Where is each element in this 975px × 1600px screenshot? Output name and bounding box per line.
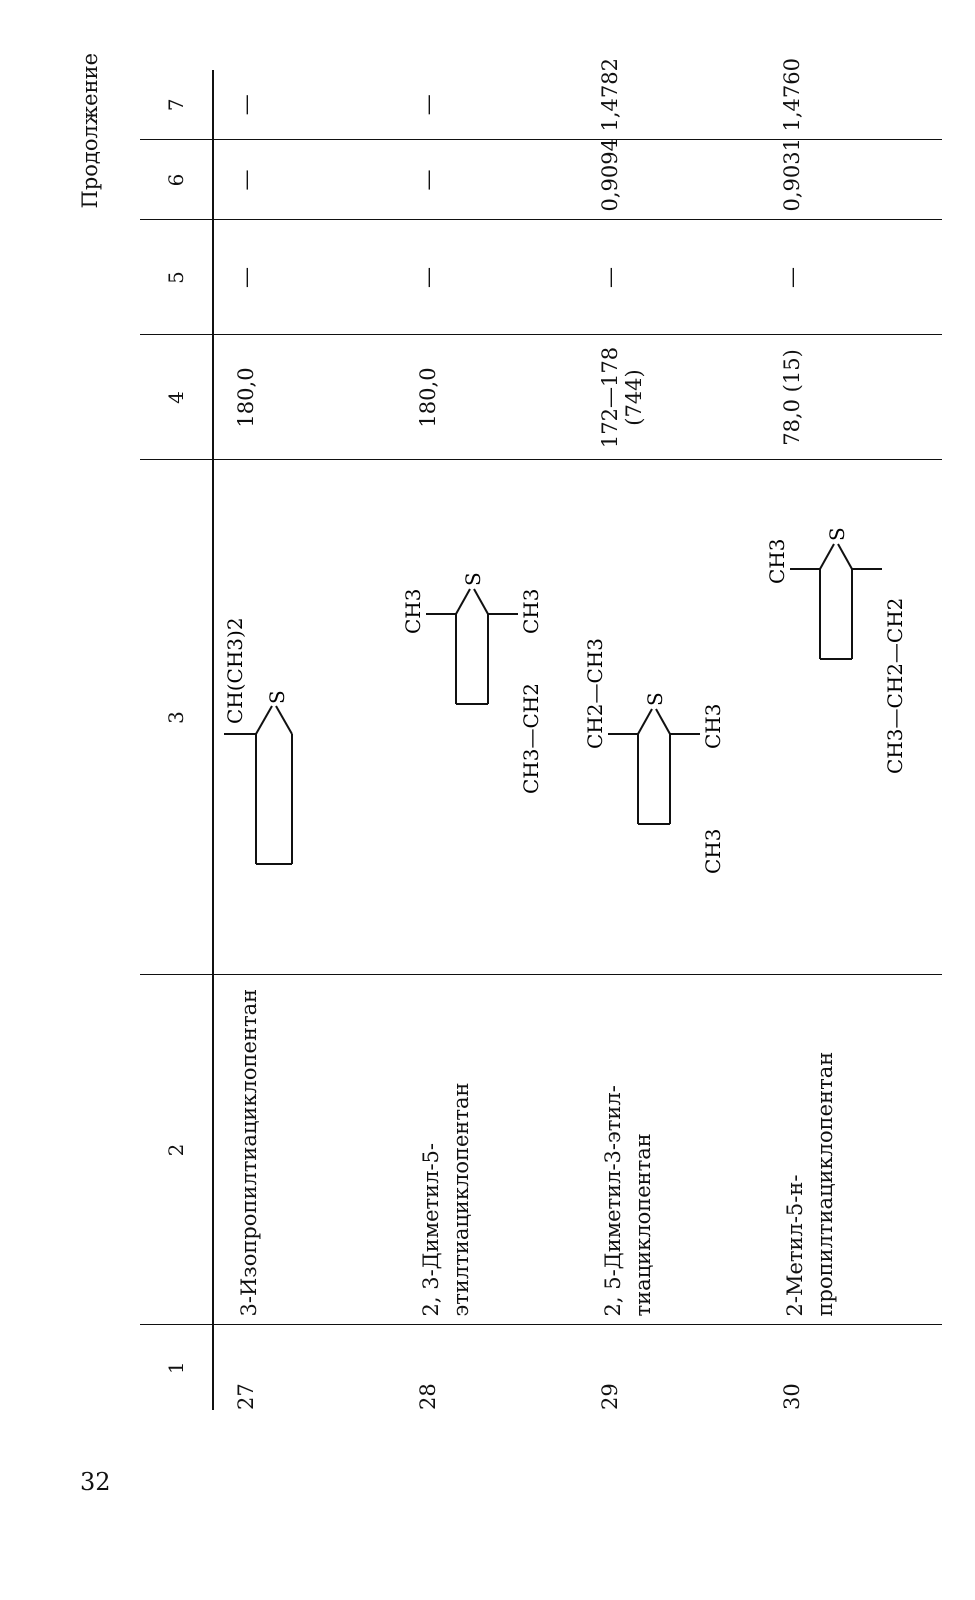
formula-label-a: CH3 bbox=[765, 539, 789, 584]
col5-value: — bbox=[760, 220, 942, 335]
col7-value: — bbox=[213, 70, 396, 140]
structural-formula: S CH(CH3)2 bbox=[213, 460, 396, 975]
formula-label-a: CH2—CH3 bbox=[583, 639, 607, 750]
formula-substituent: CH(CH3)2 bbox=[223, 618, 247, 725]
col6-value: — bbox=[213, 140, 396, 220]
col6-value: — bbox=[396, 140, 578, 220]
formula-sulfur: S bbox=[265, 691, 289, 705]
formula-sulfur: S bbox=[461, 573, 485, 587]
table-row: 28 2, 3-Диметил-5-этилтиациклопентан bbox=[396, 70, 578, 1410]
page-number: 32 bbox=[80, 1468, 111, 1496]
formula-label-c: CH3—CH2—CH2 bbox=[883, 598, 907, 774]
compound-name: 3-Изопропилтиациклопентан bbox=[213, 975, 396, 1325]
col-header-3: 3 bbox=[140, 460, 213, 975]
data-table: 1 2 3 4 5 6 7 27 3-Изопропилтиациклопент… bbox=[140, 58, 942, 1410]
row-number: 27 bbox=[234, 1383, 258, 1410]
formula-label-b: CH3 bbox=[519, 589, 543, 634]
formula-sulfur: S bbox=[643, 693, 667, 707]
table-row: 30 2-Метил-5-н-пропилтиациклопентан bbox=[760, 58, 942, 1410]
compound-name: 2-Метил-5-н-пропилтиациклопентан bbox=[760, 975, 942, 1325]
col6-value: 0,9031 bbox=[760, 138, 942, 220]
col-header-5: 5 bbox=[140, 220, 213, 335]
formula-label-a: CH3 bbox=[401, 589, 425, 634]
continuation-label: Продолжение bbox=[78, 53, 102, 209]
formula-label-b: CH3 bbox=[701, 704, 725, 749]
header-row: 1 2 3 4 5 6 7 bbox=[140, 70, 213, 1410]
col-header-2: 2 bbox=[140, 975, 213, 1325]
col7-value: — bbox=[396, 70, 578, 140]
col4-value: 172—178 (744) bbox=[578, 335, 760, 460]
col4-value: 180,0 bbox=[213, 335, 396, 460]
structural-formula: S CH3 CH3 CH3—CH2 bbox=[396, 460, 578, 975]
formula-sulfur: S bbox=[825, 528, 849, 542]
row-number: 29 bbox=[598, 1383, 622, 1410]
structural-formula: S CH3 CH3—CH2—CH2 bbox=[760, 460, 942, 975]
col-header-6: 6 bbox=[140, 140, 213, 220]
col7-value: 1,4782 bbox=[578, 58, 760, 140]
row-number: 28 bbox=[416, 1383, 440, 1410]
col6-value: 0,9094 bbox=[578, 138, 760, 220]
row-number: 30 bbox=[780, 1383, 804, 1410]
compound-name: 2, 5-Диметил-3-этил-тиациклопентан bbox=[578, 975, 760, 1325]
col-header-4: 4 bbox=[140, 335, 213, 460]
col7-value: 1,4760 bbox=[760, 58, 942, 140]
rotated-table-block: Продолжение 1 2 3 4 5 6 7 bbox=[78, 45, 955, 1410]
col-header-7: 7 bbox=[140, 70, 213, 140]
structural-formula: S CH2—CH3 CH3 CH3 bbox=[578, 460, 760, 975]
col5-value: — bbox=[396, 220, 578, 335]
formula-label-c: CH3 bbox=[701, 829, 725, 874]
col4-value: 180,0 bbox=[396, 335, 578, 460]
table-row: 27 3-Изопропилтиациклопентан bbox=[213, 70, 396, 1410]
col5-value: — bbox=[578, 220, 760, 335]
table-row: 29 2, 5-Диметил-3-этил-тиациклопентан bbox=[578, 58, 760, 1410]
compound-name: 2, 3-Диметил-5-этилтиациклопентан bbox=[396, 975, 578, 1325]
col-header-1: 1 bbox=[140, 1325, 213, 1410]
formula-label-c: CH3—CH2 bbox=[519, 684, 543, 795]
col4-value: 78,0 (15) bbox=[760, 335, 942, 460]
col5-value: — bbox=[213, 220, 396, 335]
